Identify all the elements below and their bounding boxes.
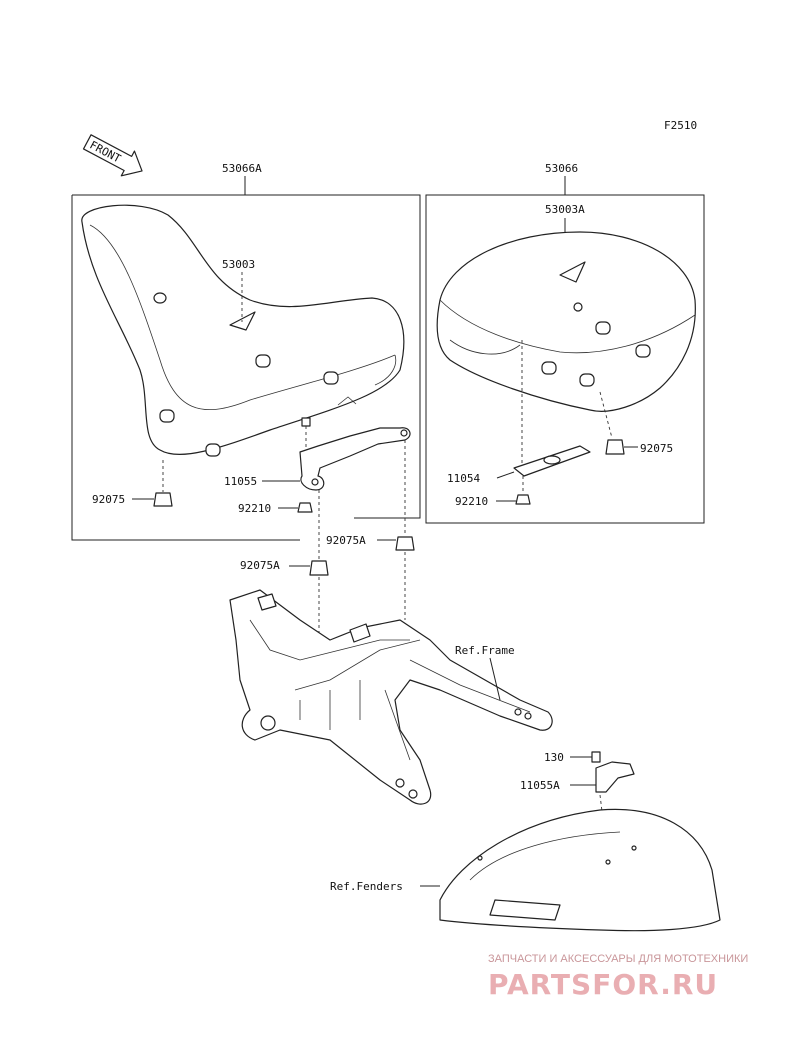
seat-bracket-left [299,427,411,491]
callout-53066A: 53066A [222,162,262,175]
damper-left [153,492,173,507]
callout-11055A: 11055A [520,779,560,792]
callout-92075A-lower: 92075A [240,559,280,572]
callout-11054: 11054 [447,472,480,485]
callout-11055: 11055 [224,475,257,488]
callout-53066: 53066 [545,162,578,175]
fender: Ref.Fenders [330,808,721,932]
figure-code: F2510 [664,119,697,132]
bolt [591,751,601,763]
bracket-11055A [595,761,635,793]
watermark-tagline: ЗАПЧАСТИ И АКСЕССУАРЫ ДЛЯ МОТОТЕХНИКИ [488,953,748,965]
seat-assembly-left: 53066A 53003 11055 92075 92210 [71,162,421,541]
damper-a-lower [309,560,329,576]
damper-right [605,439,625,455]
callout-53003A: 53003A [545,203,585,216]
front-arrow-icon: FRONT [82,134,143,177]
seat-assembly-right: 53066 53003A 11054 92075 92210 [425,162,705,524]
callout-ref-fenders: Ref.Fenders [330,880,403,893]
callout-92075A-upper: 92075A [326,534,366,547]
callout-130: 130 [544,751,564,764]
nut-left [297,502,313,513]
callout-92210-right: 92210 [455,495,488,508]
callout-ref-frame: Ref.Frame [455,644,515,657]
damper-a-upper [395,536,415,551]
callout-92075-left: 92075 [92,493,125,506]
rear-seat [436,231,696,412]
callout-92075-right: 92075 [640,442,673,455]
callout-53003: 53003 [222,258,255,271]
front-seat [81,204,405,456]
frame: Ref.Frame [229,589,553,805]
watermark: ЗАПЧАСТИ И АКСЕССУАРЫ ДЛЯ МОТОТЕХНИКИ PA… [488,953,748,1001]
watermark-brand: PARTSFOR.RU [488,968,718,1001]
callout-92210-left: 92210 [238,502,271,515]
nut-right [515,494,531,505]
frame-dampers: 92075A 92075A [240,440,415,680]
